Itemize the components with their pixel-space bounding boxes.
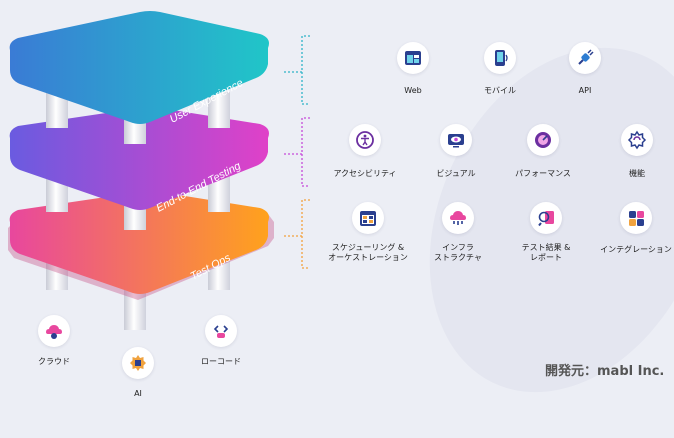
layer-end-to-end-testing: [9, 107, 270, 210]
layer-user-experience: [9, 11, 270, 124]
label-visual: ビジュアル: [436, 169, 476, 178]
platform-stack-diagram: User Experience End-to-End Testing Test …: [8, 11, 310, 330]
label-function: 機能: [629, 169, 645, 178]
test-results-icon: [530, 202, 562, 234]
mobile-icon: [484, 42, 516, 74]
ai-icon: [122, 347, 154, 379]
scheduling-icon: [352, 202, 384, 234]
label-test-results-line-1: テスト結果 &: [521, 243, 571, 252]
label-test-results: テスト結果 & レポート: [511, 243, 581, 263]
web-icon: [397, 42, 429, 74]
integration-icon: [620, 202, 652, 234]
function-icon: [621, 124, 653, 156]
cloud-icon: [38, 315, 70, 347]
label-cloud: クラウド: [38, 357, 70, 366]
label-mobile: モバイル: [484, 86, 516, 95]
accessibility-icon: [349, 124, 381, 156]
infrastructure-icon: [442, 202, 474, 234]
label-infrastructure: インフラ ストラクチャ: [423, 243, 493, 263]
label-infrastructure-line-1: インフラ: [442, 243, 474, 252]
bracket-e2e: [284, 117, 310, 187]
api-icon: [569, 42, 601, 74]
label-api: API: [578, 86, 592, 95]
bracket-ops: [284, 199, 310, 269]
label-scheduling-line-1: スケジューリング &: [331, 243, 405, 252]
visual-icon: [440, 124, 472, 156]
low-code-icon: [205, 315, 237, 347]
label-test-results-line-2: レポート: [530, 253, 562, 262]
label-scheduling-line-2: オーケストレーション: [328, 253, 408, 262]
label-infrastructure-line-2: ストラクチャ: [434, 253, 482, 262]
label-integration: インテグレーション: [600, 245, 672, 254]
developer-credit: 開発元：mabl Inc.: [545, 364, 665, 379]
label-low-code: ローコード: [201, 357, 241, 366]
layer-test-ops: [8, 191, 274, 300]
label-ai: AI: [134, 389, 142, 398]
label-accessibility: アクセシビリティ: [333, 169, 397, 178]
label-web: Web: [404, 86, 422, 95]
label-scheduling: スケジューリング & オーケストレーション: [318, 243, 418, 263]
performance-icon: [527, 124, 559, 156]
bracket-ux: [284, 35, 310, 105]
label-performance: パフォーマンス: [515, 169, 571, 178]
